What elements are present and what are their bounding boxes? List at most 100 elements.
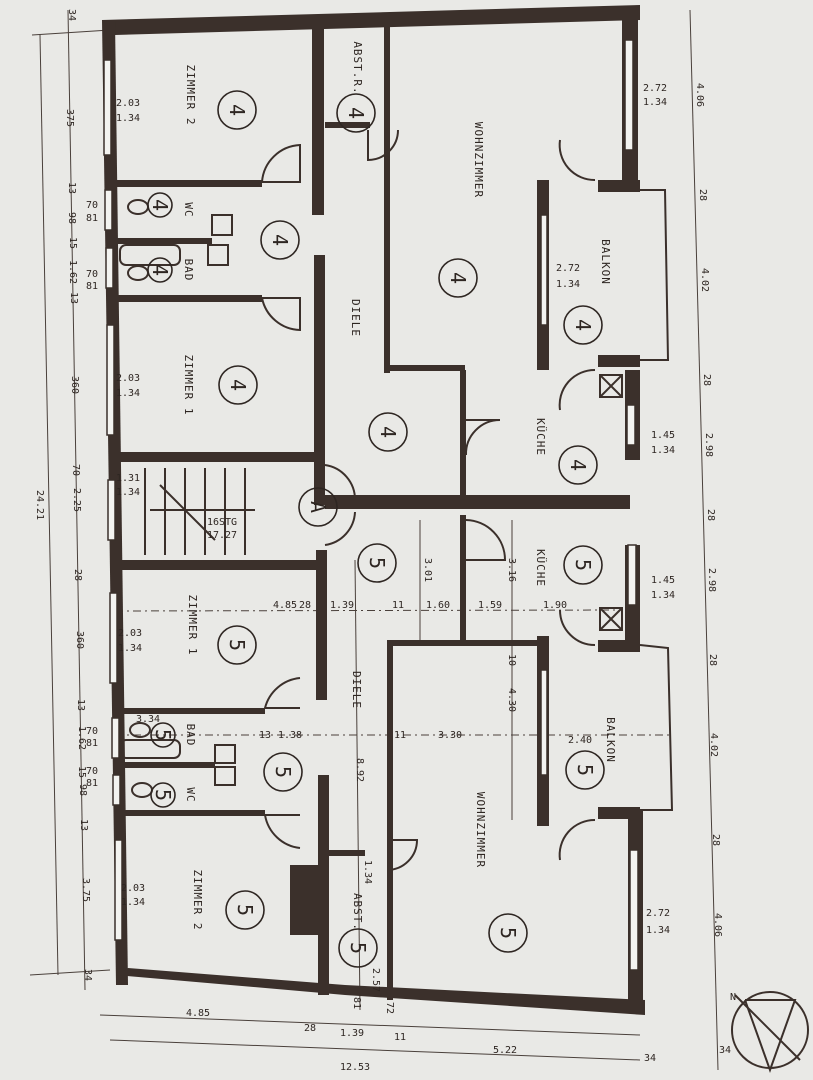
unit-marker-circle (338, 928, 378, 968)
room-label: KÜCHE (534, 549, 547, 587)
dimension-label: 1.38 (278, 730, 302, 741)
dimension-label: 360 (74, 631, 85, 649)
dimension-label: 4.02 (699, 268, 710, 292)
dimension-label: 13 (259, 730, 271, 741)
dimension-label: 1.34 (116, 113, 140, 124)
unit-marker-circle (150, 722, 176, 748)
dimension-label: 1.34 (118, 643, 142, 654)
unit-marker-circle (563, 545, 603, 585)
dimension-label: 16STG (207, 517, 237, 528)
unit-marker: 4 (344, 107, 368, 119)
unit-marker-circle (565, 750, 605, 790)
room-label: BAD (184, 724, 197, 747)
unit-marker: 4 (148, 199, 172, 211)
dimension-label: 15 (67, 237, 78, 249)
unit-marker: 5 (151, 789, 175, 801)
dimension-label: 8.92 (354, 758, 365, 782)
unit-marker-circle (147, 257, 173, 283)
doors (260, 129, 596, 871)
dimension-label: 2.40 (568, 735, 592, 746)
dimension-label: 1.62 (76, 726, 87, 750)
dimension-label: 70 (86, 200, 98, 211)
room-label: DIELE (349, 299, 362, 337)
dimension-label: 2.03 (116, 98, 140, 109)
room-label: WC (182, 202, 195, 217)
balconies (639, 189, 674, 811)
unit-marker: 4 (571, 319, 595, 331)
dimension-label: 98 (77, 784, 88, 796)
unit-marker: 5 (225, 639, 249, 651)
dimension-label: 4.06 (712, 913, 723, 937)
dimension-label: 2.03 (118, 628, 142, 639)
north-arrow-icon: N (730, 991, 809, 1073)
dimension-label: 1.31 (116, 473, 140, 484)
dimension-label: 3.16 (506, 558, 517, 582)
dimension-label: 1.62 (67, 260, 78, 284)
dimension-label: 2.72 (643, 83, 667, 94)
dimension-label: 81 (86, 738, 98, 749)
dimension-label: 2.03 (116, 373, 140, 384)
dimension-label: 1.45 (651, 575, 675, 586)
dimension-label: 3.01 (422, 558, 433, 582)
dimension-label: 28 (701, 374, 712, 386)
dimension-label: 10 (506, 654, 517, 666)
dimension-label: 1.34 (116, 487, 140, 498)
unit-marker-circle (368, 412, 408, 452)
unit-marker-circle (298, 487, 338, 527)
dimension-label: 70 (86, 766, 98, 777)
dimension-label: 13 (78, 819, 89, 831)
dimension-label: 3.34 (136, 714, 160, 725)
unit-marker-circle (357, 543, 397, 583)
room-label: ABST.R. (351, 41, 364, 94)
unit-marker-circle (563, 305, 603, 345)
dimension-label: 12.53 (340, 1062, 370, 1073)
unit-marker: 5 (233, 904, 257, 916)
dimension-label: 2.98 (703, 433, 714, 457)
dimension-label: 1.59 (478, 600, 502, 611)
dimension-label: 2.98 (706, 568, 717, 592)
dimension-label: 1.90 (543, 600, 567, 611)
unit-marker: 4 (446, 272, 470, 284)
north-label: N (730, 992, 736, 1003)
dimension-label: 4.85 (273, 600, 297, 611)
dimension-label: 4.02 (708, 733, 719, 757)
dimension-label: 2.72 (646, 908, 670, 919)
unit-marker-circle (225, 890, 265, 930)
dimension-label: 1.34 (651, 590, 675, 601)
dimension-label: 5.22 (493, 1045, 517, 1056)
unit-marker-circle (217, 90, 257, 130)
room-label: BALKON (604, 717, 617, 763)
dimension-label: 24.21 (34, 490, 45, 520)
unit-marker-circle (263, 752, 303, 792)
unit-marker: 4 (148, 264, 172, 276)
unit-marker: 4 (566, 459, 590, 471)
unit-marker: 4 (376, 426, 400, 438)
room-label: WOHNZIMMER (472, 122, 485, 198)
unit-marker: 4 (226, 379, 250, 391)
dimension-label: 2.25 (71, 488, 82, 512)
dimension-label: 11 (392, 600, 404, 611)
dimension-label: 13 (66, 182, 77, 194)
unit-marker-circle (150, 782, 176, 808)
unit-marker: 4 (268, 234, 292, 246)
dimension-label: 1.39 (340, 1028, 364, 1039)
dimension-label: 98 (66, 212, 77, 224)
dimension-label: 17.27 (207, 530, 237, 541)
unit-marker-circle (336, 93, 376, 133)
unit-marker-circle (260, 220, 300, 260)
dimension-label: 28 (72, 569, 83, 581)
dimension-label: 1.34 (646, 925, 670, 936)
unit-marker-circle (558, 445, 598, 485)
dimension-label: 3.75 (80, 878, 91, 902)
dimension-label: 1.34 (651, 445, 675, 456)
dimension-label: 15 (76, 766, 87, 778)
unit-marker: 5 (346, 942, 370, 954)
stairs (144, 468, 255, 555)
unit-marker: 5 (573, 764, 597, 776)
room-label: KÜCHE (534, 418, 547, 456)
unit-marker: 4 (225, 104, 249, 116)
dimension-label: 2.03 (121, 883, 145, 894)
dimension-label: 13 (68, 292, 79, 304)
dimension-label: 34 (82, 969, 93, 981)
